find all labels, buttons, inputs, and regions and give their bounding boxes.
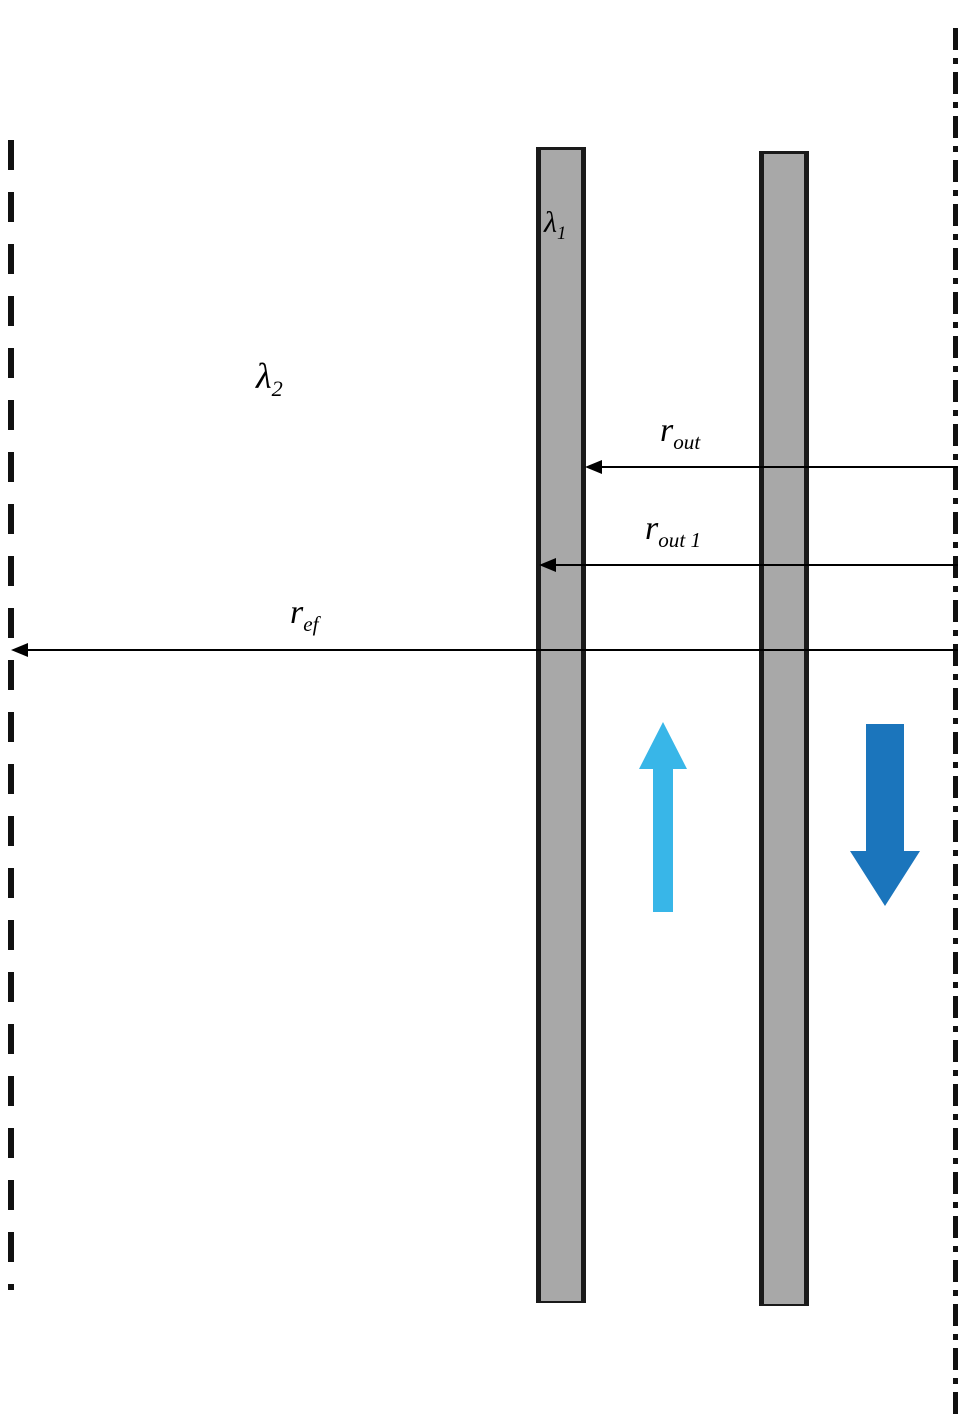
lambda2-symbol: λ: [256, 356, 272, 396]
lambda1-label: λ1: [544, 208, 566, 244]
down-flow-arrow-icon: [850, 724, 920, 906]
lambda1-subscript: 1: [557, 223, 567, 244]
r-out-subscript: out: [673, 429, 701, 454]
lambda2-subscript: 2: [271, 376, 283, 402]
r-out-dimension-line: [600, 466, 958, 468]
r-out-label: rout: [660, 414, 700, 453]
right-centerline-dashdot: [953, 28, 958, 1419]
r-ef-symbol: r: [290, 594, 304, 631]
left-boundary-dashed-line: [8, 140, 14, 1290]
r-out1-arrowhead-icon: [539, 558, 556, 572]
r-out1-symbol: r: [645, 510, 659, 547]
r-out-arrowhead-icon: [585, 460, 602, 474]
r-out1-subscript: out 1: [658, 527, 701, 552]
r-out1-label: rout 1: [645, 512, 701, 551]
outer-pipe-wall: [759, 151, 809, 1306]
lambda2-label: λ2: [256, 358, 283, 401]
r-ef-dimension-line: [27, 649, 958, 651]
r-ef-arrowhead-icon: [11, 643, 28, 657]
lambda1-symbol: λ: [544, 206, 557, 239]
r-ef-subscript: ef: [303, 611, 319, 636]
inner-pipe-wall: [536, 147, 586, 1303]
r-ef-label: ref: [290, 596, 318, 635]
r-out1-dimension-line: [554, 564, 958, 566]
down-flow-arrow-shape: [850, 724, 920, 906]
up-flow-arrow-shape: [639, 722, 687, 912]
up-flow-arrow-icon: [639, 722, 687, 912]
r-out-symbol: r: [660, 412, 674, 449]
